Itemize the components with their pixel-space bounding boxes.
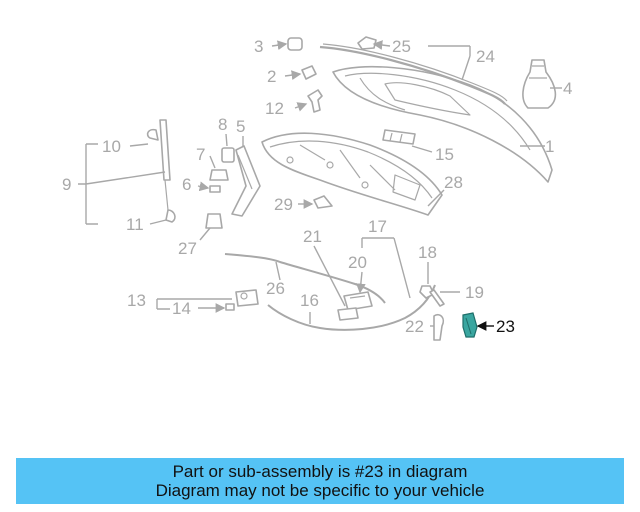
- callout-14: 14: [172, 299, 191, 318]
- hood-insulator: [261, 132, 443, 216]
- callout-17: 17: [368, 217, 387, 236]
- bolt-part-14: [225, 303, 235, 311]
- latch-part-15: [382, 129, 416, 145]
- latch-part-20: [343, 291, 373, 311]
- highlighted-part-23: [462, 312, 478, 338]
- callout-6: 6: [182, 175, 191, 194]
- callout-26: 26: [266, 279, 285, 298]
- rod-part-18: [419, 285, 435, 299]
- callout-11: 11: [126, 215, 144, 234]
- fastener-part-2: [301, 65, 317, 80]
- callout-24: 24: [476, 47, 495, 66]
- weatherstrip: [319, 43, 508, 105]
- callout-2: 2: [267, 67, 276, 86]
- callout-3: 3: [254, 37, 263, 56]
- handle-part-21: [337, 307, 359, 321]
- stop-part-8: [221, 147, 235, 163]
- hood-panel: [332, 65, 553, 183]
- callout-19: 19: [465, 283, 484, 302]
- latch-part-13: [235, 289, 259, 307]
- clip-part-29: [313, 195, 333, 209]
- prop-part-22: [433, 313, 445, 341]
- callout-18: 18: [418, 243, 437, 262]
- callout-8: 8: [218, 115, 227, 134]
- callout-13: 13: [127, 291, 146, 310]
- parts-diagram: 1 2 3 4 5 6 7 8 9 10 11 12 13 14 15 16 1…: [62, 36, 572, 341]
- clip-part-19: [429, 289, 445, 307]
- fastener-part-12: [307, 89, 323, 113]
- callout-7: 7: [196, 145, 205, 164]
- cable-part-26: [224, 253, 386, 304]
- callout-23: 23: [496, 317, 515, 336]
- leader-lines: [78, 40, 562, 331]
- gas-strut: [146, 119, 176, 223]
- stop-part-27: [205, 213, 223, 229]
- callout-25: 25: [392, 37, 411, 56]
- bumper-part-4: [522, 59, 557, 109]
- callout-29: 29: [274, 195, 293, 214]
- callout-28: 28: [444, 173, 463, 192]
- callout-27: 27: [178, 239, 197, 258]
- hinge-part-5: [231, 145, 261, 217]
- clip-part-25: [357, 36, 377, 50]
- callout-21: 21: [303, 227, 322, 246]
- banner-line-1: Part or sub-assembly is #23 in diagram: [172, 462, 468, 481]
- callout-1: 1: [545, 137, 554, 156]
- callout-20: 20: [348, 253, 367, 272]
- callout-16: 16: [300, 291, 319, 310]
- callout-15: 15: [435, 145, 454, 164]
- callout-10: 10: [102, 137, 121, 156]
- banner-line-2: Diagram may not be specific to your vehi…: [155, 481, 485, 500]
- callout-12: 12: [265, 99, 284, 118]
- callout-labels: 1 2 3 4 5 6 7 8 9 10 11 12 13 14 15 16 1…: [62, 37, 572, 336]
- fastener-part-3: [287, 37, 303, 51]
- cable-part-16: [267, 284, 436, 331]
- info-banner: Part or sub-assembly is #23 in diagram D…: [16, 458, 624, 504]
- callout-5: 5: [236, 117, 245, 136]
- callout-22: 22: [405, 317, 424, 336]
- stop-part-7: [209, 169, 229, 181]
- callout-9: 9: [62, 175, 71, 194]
- bolt-part-6: [209, 185, 221, 193]
- callout-4: 4: [563, 79, 572, 98]
